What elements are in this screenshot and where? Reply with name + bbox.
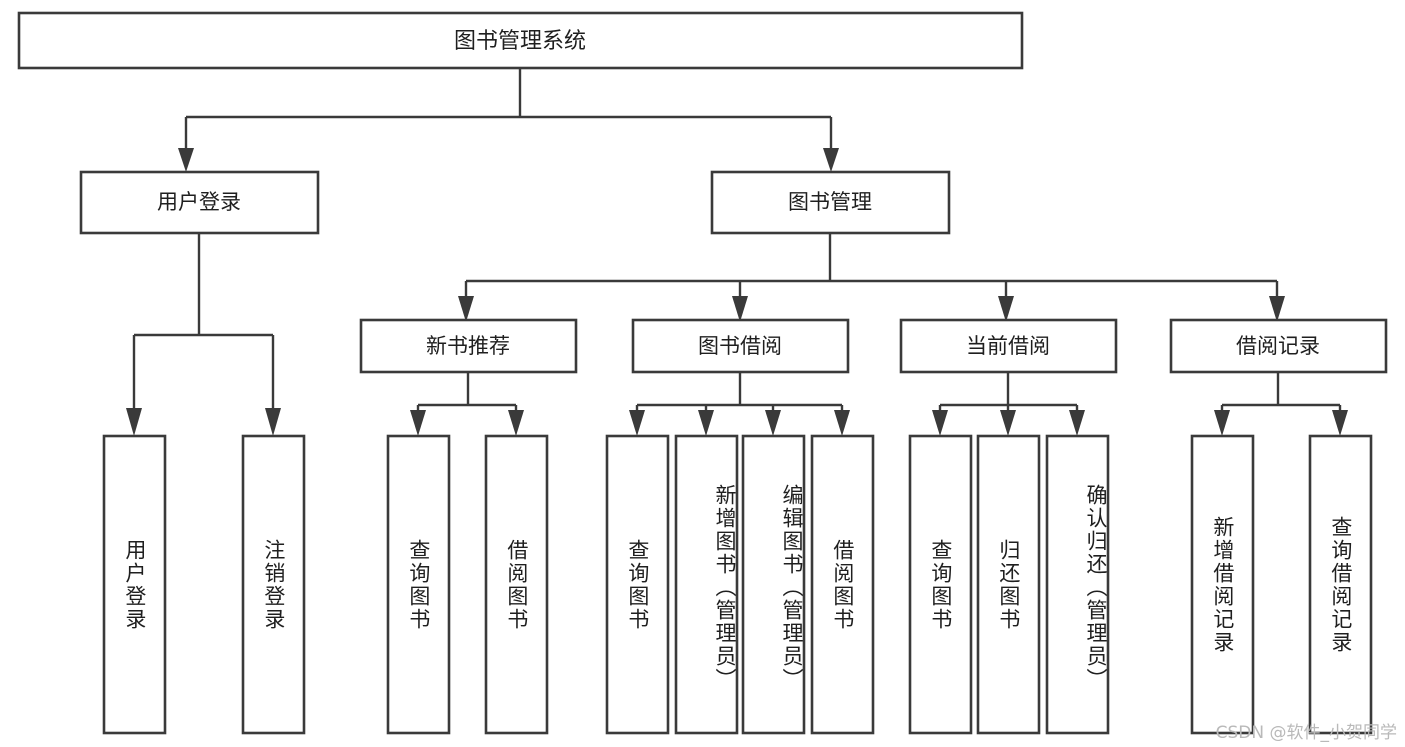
connector-group-user-login-children — [126, 233, 281, 436]
node-book-borrow-box[interactable] — [631, 318, 850, 374]
node-leaf-add-record-box[interactable] — [1190, 434, 1255, 735]
node-new-book-rec-box[interactable] — [359, 318, 578, 374]
arrow-head-leaf-user-logout — [265, 408, 281, 436]
node-borrow-record-box[interactable] — [1169, 318, 1388, 374]
connector-group-book-manage-children — [458, 233, 1285, 322]
node-leaf-query-record-box[interactable] — [1308, 434, 1373, 735]
connector-group-root-to-level2 — [178, 68, 839, 172]
node-user-login[interactable]: 用户登录 — [79, 170, 320, 235]
arrow-head-leaf-add-book — [698, 410, 714, 436]
arrow-head-current-borrow — [998, 296, 1014, 322]
node-book-borrow[interactable]: 图书借阅 — [631, 318, 850, 374]
arrow-head-book-borrow — [732, 296, 748, 322]
connector-group-current-borrow-children — [932, 372, 1085, 436]
node-root[interactable]: 图书管理系统 — [17, 11, 1024, 70]
node-leaf-query-book-2-box[interactable] — [605, 434, 670, 735]
node-leaf-user-logout-box[interactable] — [241, 434, 306, 735]
node-new-book-rec[interactable]: 新书推荐 — [359, 318, 578, 374]
node-book-manage-box[interactable] — [710, 170, 951, 235]
node-leaf-query-book-1-box[interactable] — [386, 434, 451, 735]
node-user-login-label: 用户登录 — [157, 190, 241, 214]
node-root-box[interactable] — [17, 11, 1024, 70]
node-book-manage-label: 图书管理 — [788, 190, 872, 214]
node-current-borrow-box[interactable] — [899, 318, 1118, 374]
arrow-head-leaf-borrow-book-2 — [834, 410, 850, 436]
connector-group-borrow-record-children — [1214, 372, 1348, 436]
arrow-head-leaf-user-login — [126, 408, 142, 436]
arrow-head-leaf-query-book-1 — [410, 410, 426, 436]
connector-group-new-book-rec-children — [410, 372, 524, 436]
csdn-watermark: CSDN @软件_小贺同学 — [1215, 723, 1397, 743]
node-leaf-borrow-book-2-box[interactable] — [810, 434, 875, 735]
node-borrow-record-label: 借阅记录 — [1236, 334, 1320, 358]
node-leaf-query-book-3-box[interactable] — [908, 434, 973, 735]
arrow-head-leaf-query-record — [1332, 410, 1348, 436]
node-leaf-edit-book-box[interactable] — [741, 434, 806, 735]
node-user-login-box[interactable] — [79, 170, 320, 235]
arrow-head-new-book-rec — [458, 296, 474, 322]
node-book-borrow-label: 图书借阅 — [698, 334, 782, 358]
connector-group-book-borrow-children — [629, 372, 850, 436]
node-new-book-rec-label: 新书推荐 — [426, 334, 510, 358]
node-book-manage[interactable]: 图书管理 — [710, 170, 951, 235]
node-leaf-confirm-return-box[interactable] — [1045, 434, 1110, 735]
arrow-head-user-login — [178, 148, 194, 172]
arrow-head-leaf-edit-book — [765, 410, 781, 436]
arrow-head-leaf-add-record — [1214, 410, 1230, 436]
node-current-borrow[interactable]: 当前借阅 — [899, 318, 1118, 374]
node-leaf-return-book-box[interactable] — [976, 434, 1041, 735]
node-current-borrow-label: 当前借阅 — [966, 334, 1050, 358]
node-borrow-record[interactable]: 借阅记录 — [1169, 318, 1388, 374]
arrow-head-borrow-record — [1269, 296, 1285, 322]
node-leaf-user-login-box[interactable] — [102, 434, 167, 735]
arrow-head-leaf-return-book — [1000, 410, 1016, 436]
node-root-label: 图书管理系统 — [454, 29, 586, 54]
node-leaf-borrow-book-1-box[interactable] — [484, 434, 549, 735]
arrow-head-leaf-borrow-book-1 — [508, 410, 524, 436]
arrow-head-book-manage — [823, 148, 839, 172]
node-leaf-add-book-box[interactable] — [674, 434, 739, 735]
arrow-head-leaf-query-book-2 — [629, 410, 645, 436]
arrow-head-leaf-confirm-return — [1069, 410, 1085, 436]
arrow-head-leaf-query-book-3 — [932, 410, 948, 436]
